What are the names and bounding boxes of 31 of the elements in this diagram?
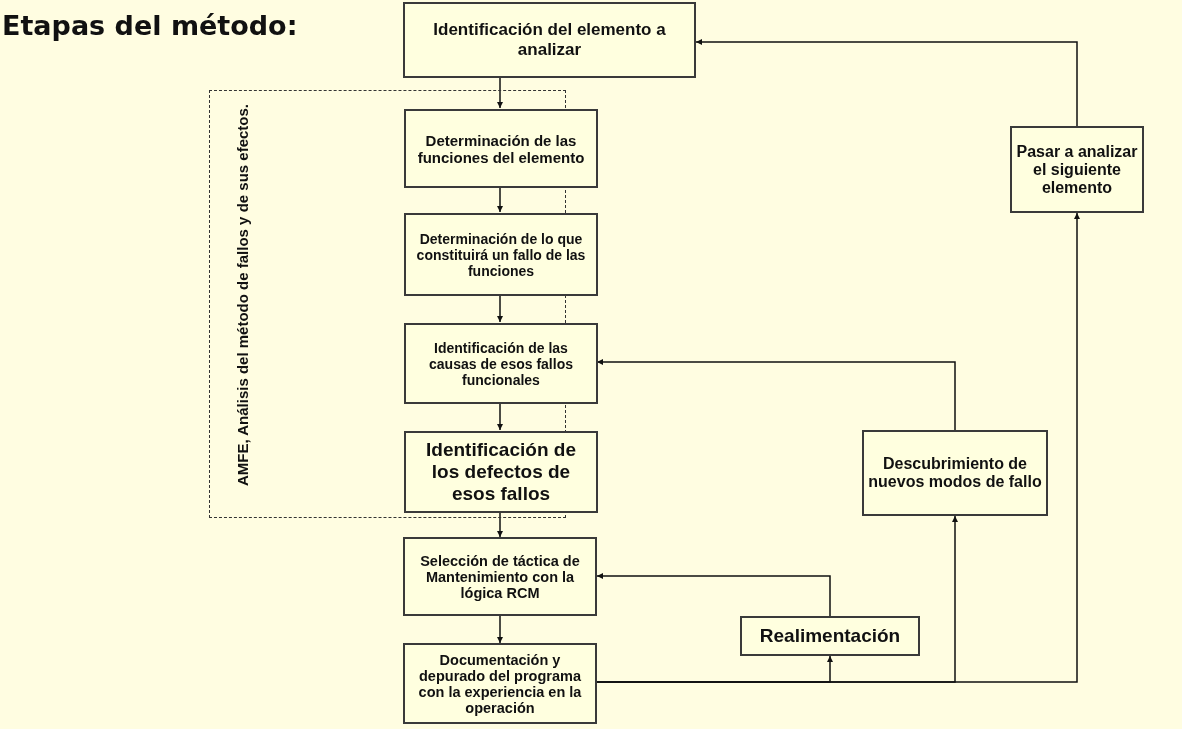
arrow xyxy=(497,294,503,323)
box-label: Identificación de las causas de esos fallos funcionales xyxy=(428,338,574,390)
group-label: AMFE, Análisis del método de fallos y de sus efectos. xyxy=(233,103,252,489)
box-label: Identificación de los defectos de esos fallos xyxy=(425,438,577,506)
arrow xyxy=(497,77,503,109)
process-box xyxy=(862,430,1048,516)
process-box xyxy=(404,323,598,404)
process-box xyxy=(403,537,597,616)
process-box xyxy=(404,431,598,513)
box-label: Descubrimiento de nuevos modos de fallo xyxy=(867,454,1043,492)
arrow xyxy=(497,186,503,213)
box-label: Documentación y depurado del programa con la experiencia en la operación xyxy=(417,650,583,718)
process-box xyxy=(404,213,598,296)
box-label: Realimentación xyxy=(758,624,902,648)
box-label: Identificación del elemento a analizar xyxy=(432,19,667,61)
arrow xyxy=(596,212,1080,683)
box-label: Pasar a analizar el siguiente elemento xyxy=(1015,141,1139,198)
box-label: Determinación de lo que constituirá un fallo de las funciones xyxy=(415,229,587,281)
title: Etapas del método: xyxy=(2,10,298,41)
process-box xyxy=(403,643,597,724)
arrow xyxy=(497,615,503,644)
arrow xyxy=(497,511,503,538)
arrow xyxy=(596,573,831,617)
arrow xyxy=(497,402,503,431)
process-box xyxy=(404,109,598,188)
arrow xyxy=(695,39,1078,127)
process-box xyxy=(740,616,920,656)
process-box xyxy=(403,2,696,78)
process-box xyxy=(1010,126,1144,213)
box-label: Selección de táctica de Mantenimiento con la lógica RCM xyxy=(419,551,581,603)
box-label: Determinación de las funciones del elemento xyxy=(416,130,586,168)
